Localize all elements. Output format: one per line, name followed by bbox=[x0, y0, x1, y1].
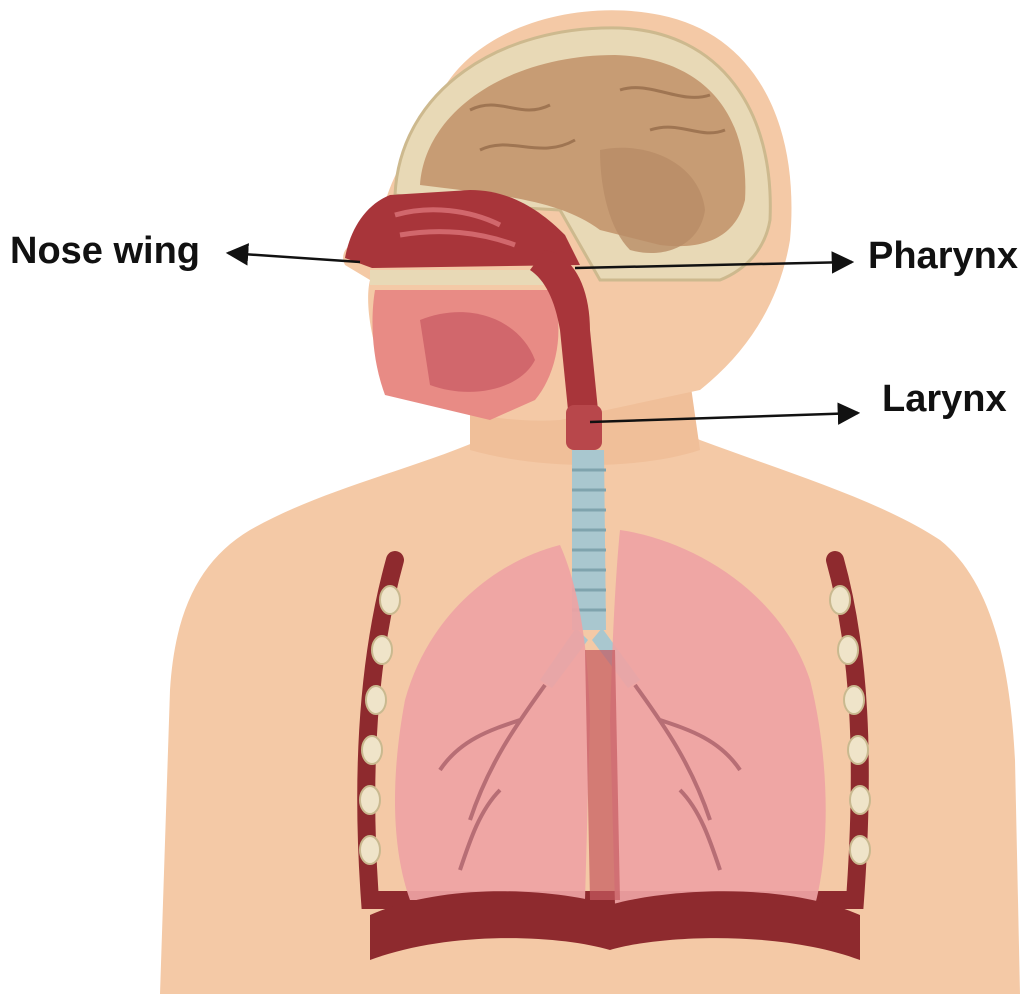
mediastinum bbox=[585, 650, 620, 900]
pharynx-label: Pharynx bbox=[868, 237, 1018, 275]
nose-wing-label: Nose wing bbox=[10, 232, 200, 270]
nose-wing-arrow bbox=[228, 253, 360, 262]
larynx-section bbox=[566, 405, 602, 450]
larynx-label: Larynx bbox=[882, 380, 1007, 418]
